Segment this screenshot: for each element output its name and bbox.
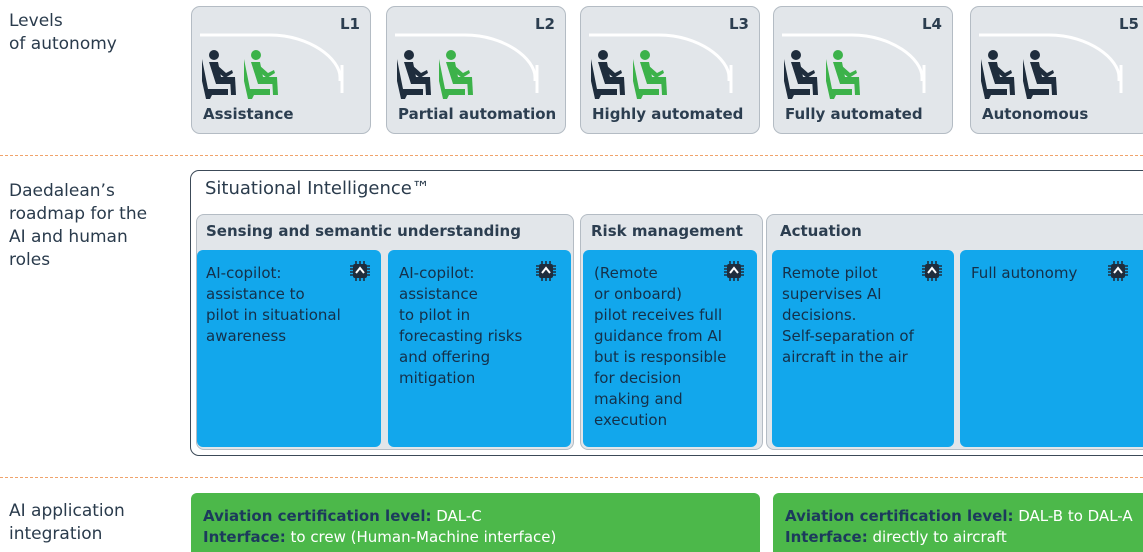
level-card-l4: L4 Fully automated bbox=[773, 6, 953, 134]
cockpit-illustration-icon bbox=[200, 33, 344, 99]
cockpit-illustration-icon bbox=[395, 33, 539, 99]
ai-role-box bbox=[197, 250, 381, 447]
cockpit-illustration-icon bbox=[979, 33, 1123, 99]
application-bar-aircraft bbox=[773, 493, 1143, 552]
row-label-levels: Levels of autonomy bbox=[9, 11, 117, 54]
cockpit-illustration-icon bbox=[589, 33, 733, 99]
cockpit-illustration-icon bbox=[782, 33, 926, 99]
row-label-roadmap: Daedalean’s roadmap for the AI and human… bbox=[9, 181, 148, 270]
ai-role-text: AI-copilot: assistance to pilot in forec… bbox=[399, 264, 523, 387]
level-name: Fully automated bbox=[785, 105, 923, 123]
interface-line: Interface: to crew (Human-Machine interf… bbox=[203, 527, 556, 548]
ai-role-box bbox=[583, 250, 757, 447]
certification-value: DAL-B to DAL-A bbox=[1013, 507, 1133, 525]
level-card-l3: L3 Highly automated bbox=[580, 6, 760, 134]
interface-value: directly to aircraft bbox=[867, 528, 1007, 546]
situational-intelligence-title: Situational Intelligence™ bbox=[205, 178, 430, 199]
ai-chip-icon bbox=[349, 260, 371, 282]
group-title-actuation: Actuation bbox=[780, 222, 862, 240]
ai-chip-icon bbox=[723, 260, 745, 282]
divider bbox=[0, 477, 1143, 478]
level-number: L3 bbox=[729, 15, 749, 33]
ai-role-box bbox=[772, 250, 954, 447]
ai-chip-icon bbox=[921, 260, 943, 282]
application-bar-crew bbox=[191, 493, 760, 552]
level-number: L4 bbox=[922, 15, 942, 33]
ai-role-text: Full autonomy bbox=[971, 264, 1078, 282]
ai-chip-icon bbox=[535, 260, 557, 282]
interface-line: Interface: directly to aircraft bbox=[785, 527, 1007, 548]
ai-role-box bbox=[388, 250, 571, 447]
level-number: L1 bbox=[340, 15, 360, 33]
level-card-l5: L5 Autonomous bbox=[970, 6, 1143, 134]
interface-label: Interface: bbox=[203, 528, 286, 546]
level-number: L2 bbox=[535, 15, 555, 33]
certification-line: Aviation certification level: DAL-B to D… bbox=[785, 506, 1133, 527]
interface-label: Interface: bbox=[785, 528, 868, 546]
ai-role-text: Remote pilot supervises AI decisions. Se… bbox=[782, 264, 914, 366]
level-name: Autonomous bbox=[982, 105, 1089, 123]
certification-label: Aviation certification level: bbox=[203, 507, 432, 525]
ai-role-box bbox=[960, 250, 1143, 447]
ai-chip-icon bbox=[1107, 260, 1129, 282]
interface-value: to crew (Human-Machine interface) bbox=[285, 528, 557, 546]
certification-value: DAL-C bbox=[431, 507, 482, 525]
level-name: Partial automation bbox=[398, 105, 557, 123]
level-card-l1: L1 Assistance bbox=[191, 6, 371, 134]
certification-line: Aviation certification level: DAL-C bbox=[203, 506, 482, 527]
group-title-sensing: Sensing and semantic understanding bbox=[206, 222, 521, 240]
level-card-l2: L2 Partial automation bbox=[386, 6, 566, 134]
group-title-risk-management: Risk management bbox=[591, 222, 743, 240]
level-name: Highly automated bbox=[592, 105, 744, 123]
certification-label: Aviation certification level: bbox=[785, 507, 1014, 525]
row-label-application: AI application integration bbox=[9, 501, 125, 544]
ai-role-text: (Remote or onboard) pilot receives full … bbox=[594, 264, 727, 429]
ai-role-text: AI-copilot: assistance to pilot in situa… bbox=[206, 264, 341, 345]
divider bbox=[0, 155, 1143, 156]
level-number: L5 bbox=[1119, 15, 1139, 33]
level-name: Assistance bbox=[203, 105, 294, 123]
